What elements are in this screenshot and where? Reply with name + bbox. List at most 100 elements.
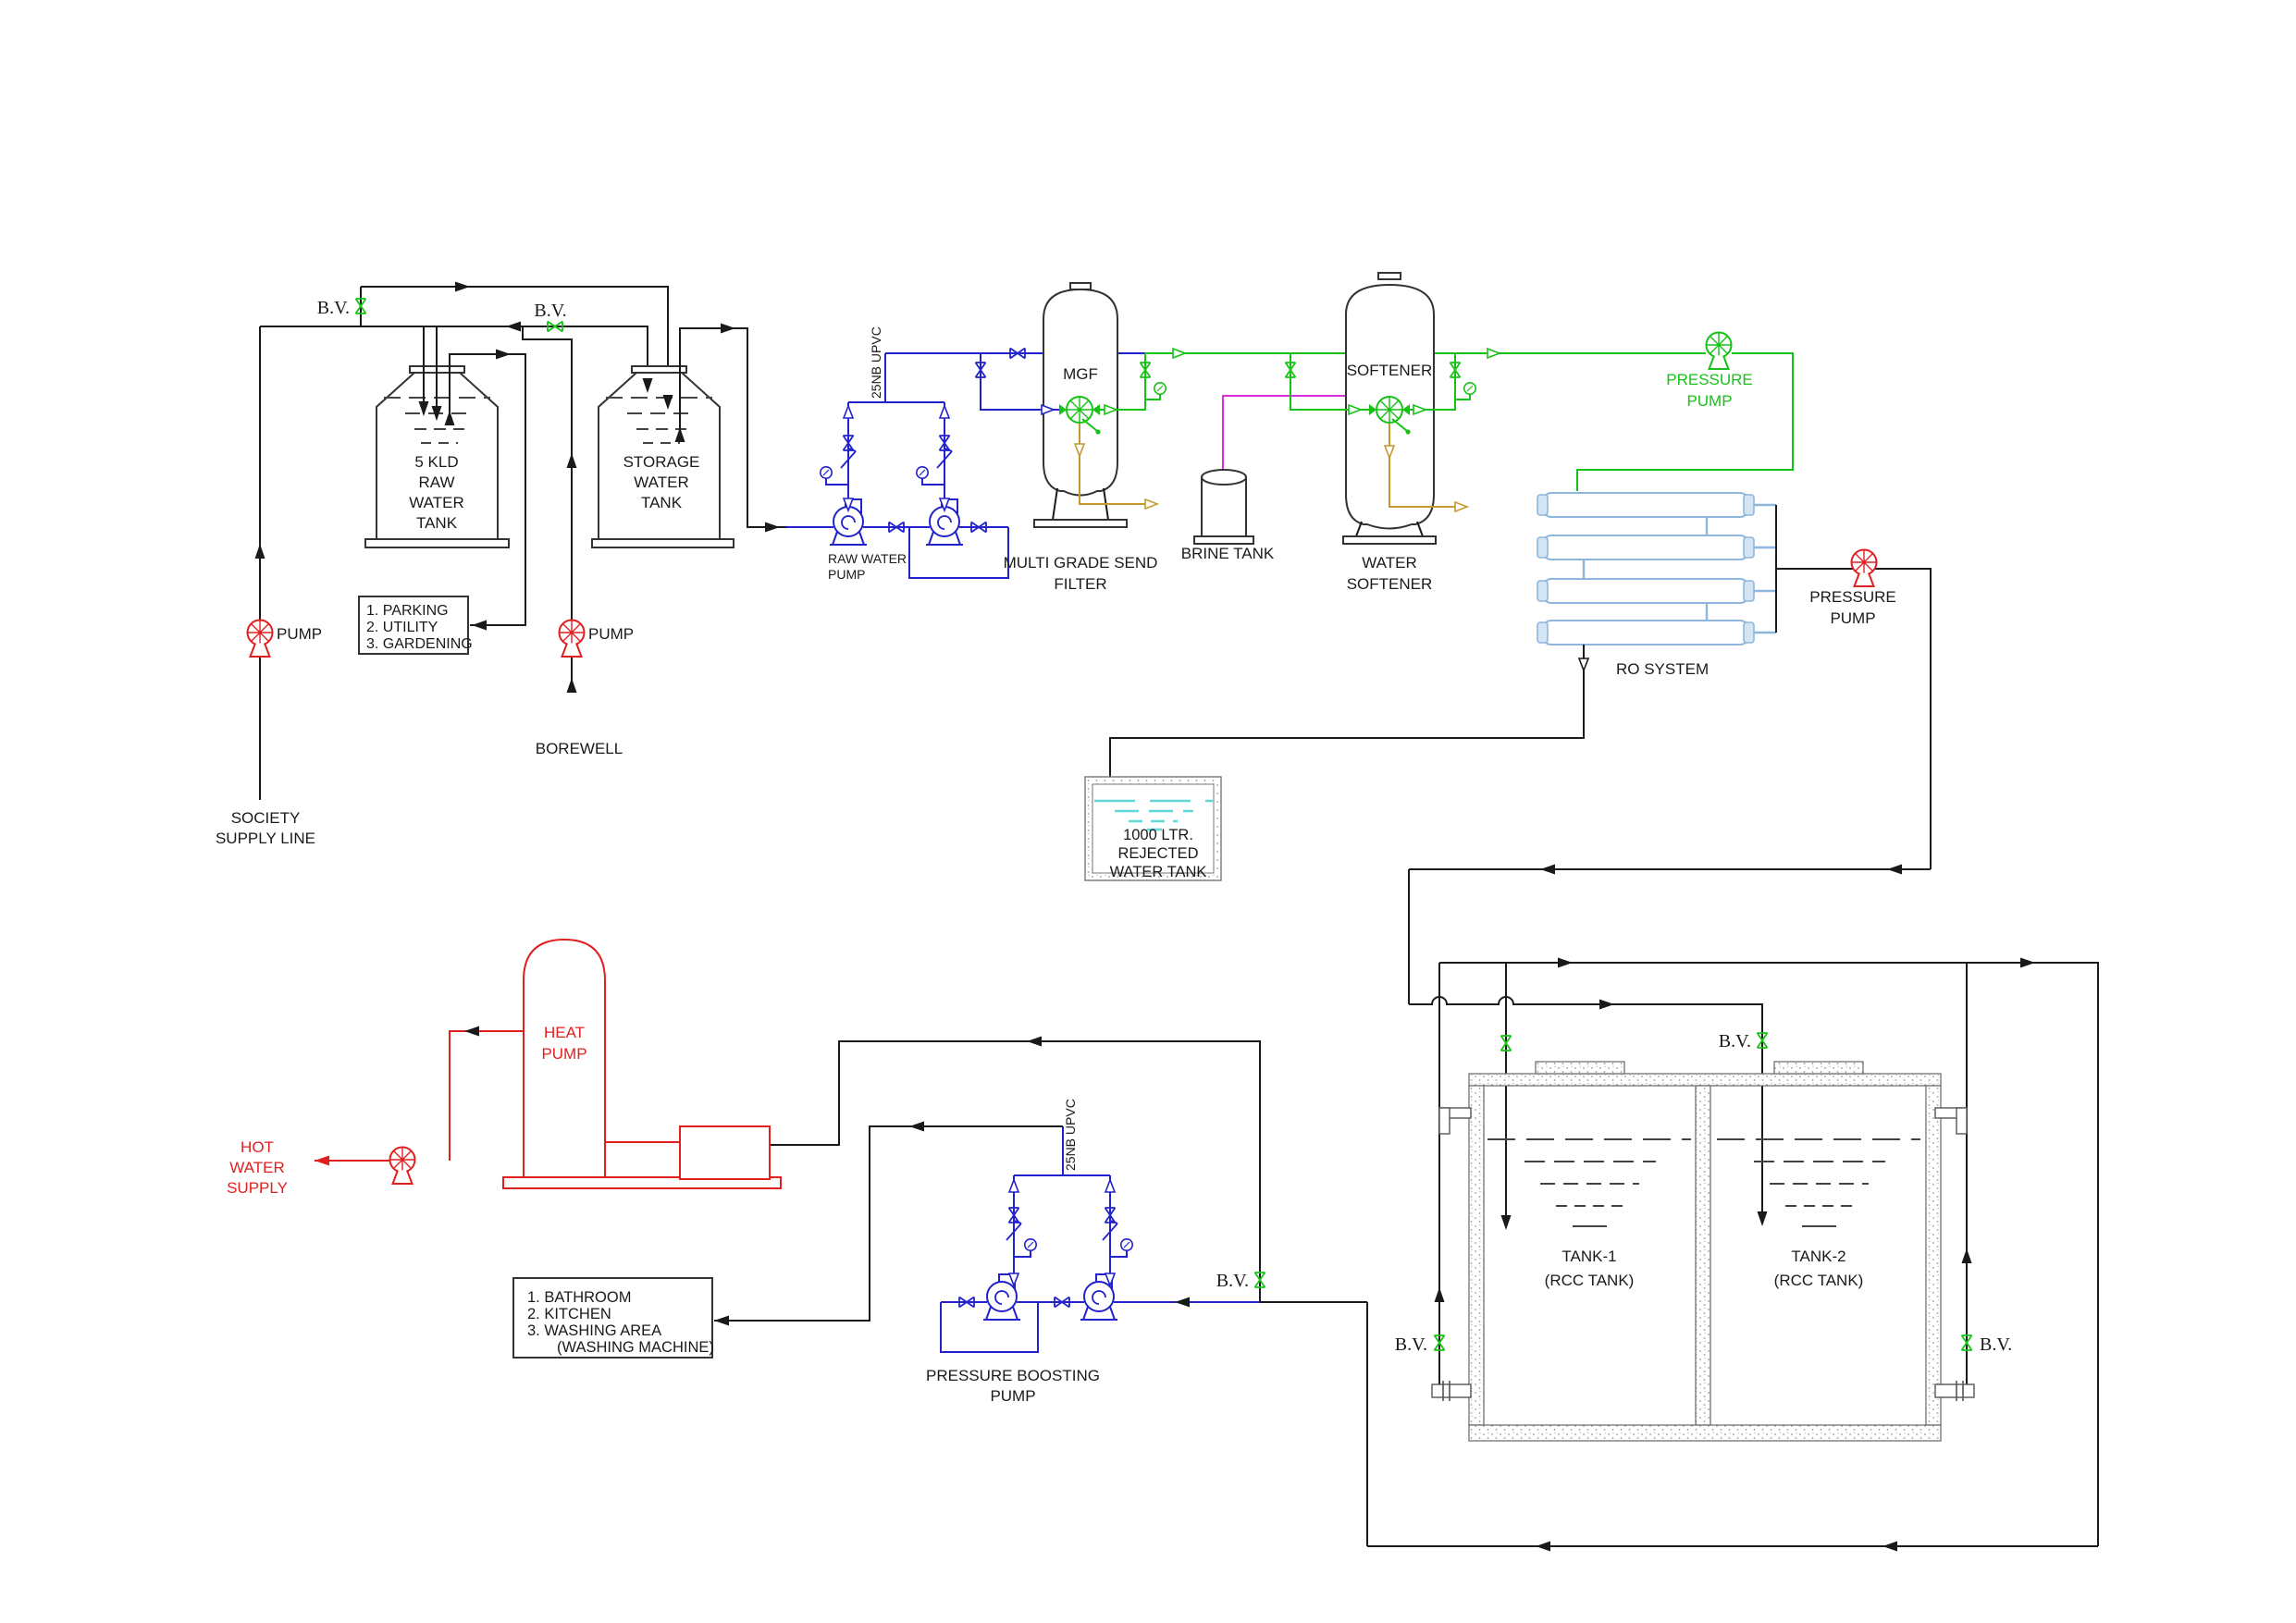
svg-text:(WASHING MACHINE): (WASHING MACHINE) [557, 1339, 714, 1356]
bv-label: B.V. [1395, 1334, 1427, 1355]
heat-pump-vessel [523, 938, 606, 1177]
flow-arrow-icon [254, 544, 265, 559]
storage-tank-label: STORAGE [623, 453, 700, 471]
flow-arrow-icon [1558, 957, 1573, 968]
flow-arrow-icon [714, 1315, 729, 1326]
society-line-label: SOCIETY [231, 809, 301, 827]
flow-arrow-icon [1882, 1541, 1897, 1552]
storage-water-tank: STORAGE WATER TANK [591, 323, 786, 548]
rcc-tank: TANK-1 (RCC TANK) TANK-2 (RCC TANK) [1431, 1061, 1975, 1442]
flow-arrow-icon [1500, 1215, 1512, 1230]
mgf-label: MGF [1063, 365, 1098, 383]
society-pump-icon [246, 619, 274, 658]
svg-text:WATER TANK: WATER TANK [1110, 864, 1207, 880]
bv-1-label: B.V. [317, 298, 350, 318]
raw-water-tank: 5 KLD RAW WATER TANK [364, 326, 526, 631]
flow-arrow-icon [1578, 658, 1589, 671]
flow-arrow-icon [496, 349, 511, 360]
svg-text:3. WASHING AREA: 3. WASHING AREA [527, 1322, 661, 1339]
svg-text:PUMP: PUMP [541, 1045, 586, 1063]
pressure-pump-red: PRESSURE PUMP [1409, 548, 1932, 875]
divider-wall [1695, 1085, 1711, 1426]
pressure-pump-icon [1705, 331, 1733, 370]
bv-2-label: B.V. [534, 301, 566, 321]
flow-arrow-icon [566, 678, 577, 693]
pressure-gauge-icon [915, 465, 930, 480]
svg-text:SUPPLY: SUPPLY [227, 1179, 288, 1197]
society-supply-section: PUMP SOCIETY SUPPLY LINE B.V. B.V. PUMP … [216, 281, 669, 847]
rejected-tank-label: 1000 LTR. [1123, 827, 1193, 843]
svg-text:WATER: WATER [409, 494, 464, 511]
svg-text:TANK: TANK [416, 514, 458, 532]
pressure-gauge-icon [1463, 381, 1476, 396]
pressure-gauge-icon [1154, 381, 1167, 396]
flow-arrow-icon [765, 522, 780, 533]
flow-arrow-icon [455, 281, 470, 292]
svg-text:SOFTENER: SOFTENER [1347, 575, 1433, 593]
flow-arrow-icon [1434, 1287, 1445, 1302]
svg-text:3. GARDENING: 3. GARDENING [366, 636, 473, 652]
bath-box-line: 1. BATHROOM [527, 1289, 631, 1306]
flow-arrow-icon [566, 453, 577, 468]
mgf-filter: MGF MULTI GRADE SEND FILTER [974, 282, 1167, 593]
pipe-spec-label: 25NB UPVC [869, 326, 883, 399]
pressure-gauge-icon [1024, 1238, 1037, 1251]
drain-arrow-icon [1454, 501, 1468, 512]
flow-arrow-icon [506, 321, 521, 332]
borewell-pump-label: PUMP [588, 625, 634, 643]
flow-arrow-icon [2020, 957, 2035, 968]
flow-arrow-icon [1008, 1179, 1019, 1193]
manhole-cover [1535, 1061, 1625, 1075]
flow-arrow-icon [939, 405, 950, 419]
tank2-label: TANK-2 [1791, 1248, 1845, 1265]
pressure-gauge-icon [819, 465, 833, 480]
bv-label: B.V. [1719, 1031, 1751, 1051]
ro-system-label: RO SYSTEM [1616, 660, 1709, 678]
svg-text:WATER: WATER [229, 1159, 285, 1176]
heat-pump-unit [679, 1125, 771, 1180]
flow-arrow-icon [472, 620, 487, 631]
softener-name-label: WATER [1362, 554, 1417, 572]
svg-text:(RCC TANK): (RCC TANK) [1774, 1272, 1864, 1289]
pressure-boosting-pumps: 25NB UPVC PRESSURE BOOSTING PUMP [714, 1099, 1367, 1405]
distribution-piping: B.V. B.V. B.V. [1366, 869, 2099, 1552]
svg-text:FILTER: FILTER [1054, 575, 1106, 593]
heat-pump-section: B.V. HEAT PUMP HOT WATER SUPPLY [227, 938, 1266, 1302]
flow-arrow-icon [315, 1155, 329, 1166]
bathroom-kitchen-box: 1. BATHROOM 2. KITCHEN 3. WASHING AREA (… [512, 1277, 714, 1359]
flow-arrow-icon [1105, 1179, 1116, 1193]
flow-arrow-icon [1887, 864, 1902, 875]
borewell-pump-icon [558, 619, 586, 658]
flow-arrow-icon [843, 405, 854, 419]
svg-text:PUMP: PUMP [828, 567, 865, 582]
flow-arrow-icon [1487, 348, 1500, 359]
flow-arrow-icon [909, 1121, 924, 1132]
bv-label: B.V. [1980, 1334, 2012, 1355]
heat-pump-label: HEAT [544, 1024, 585, 1041]
mgf-name-label: MULTI GRADE SEND [1004, 554, 1158, 572]
flow-arrow-icon [1175, 1297, 1190, 1308]
svg-text:PUMP: PUMP [1686, 392, 1732, 410]
tank1-label: TANK-1 [1562, 1248, 1616, 1265]
borewell-label: BOREWELL [536, 740, 623, 757]
svg-text:2. KITCHEN: 2. KITCHEN [527, 1306, 611, 1322]
flow-arrow-icon [1961, 1248, 1972, 1263]
boost-pump-label: PRESSURE BOOSTING [926, 1367, 1100, 1384]
society-pump-label: PUMP [277, 625, 322, 643]
raw-water-pumps: RAW WATER PUMP 25NB UPVC [786, 326, 1009, 582]
pressure-gauge-icon [1120, 1238, 1133, 1251]
flow-arrow-icon [1599, 999, 1614, 1010]
rejected-water-tank: 1000 LTR. REJECTED WATER TANK [1084, 776, 1222, 881]
flow-arrow-icon [1536, 1541, 1550, 1552]
parking-box-line: 1. PARKING [366, 603, 449, 619]
svg-text:2. UTILITY: 2. UTILITY [366, 620, 438, 635]
pressure-pump-icon [1850, 548, 1878, 587]
main-header [885, 347, 1794, 491]
manhole-cover [1773, 1061, 1864, 1075]
raw-tank-label: 5 KLD [414, 453, 458, 471]
pipe-spec-label: 25NB UPVC [1063, 1099, 1078, 1171]
water-softener: SOFTENER WATER SOFTENER [1284, 272, 1476, 593]
bv-label: B.V. [1216, 1271, 1249, 1291]
